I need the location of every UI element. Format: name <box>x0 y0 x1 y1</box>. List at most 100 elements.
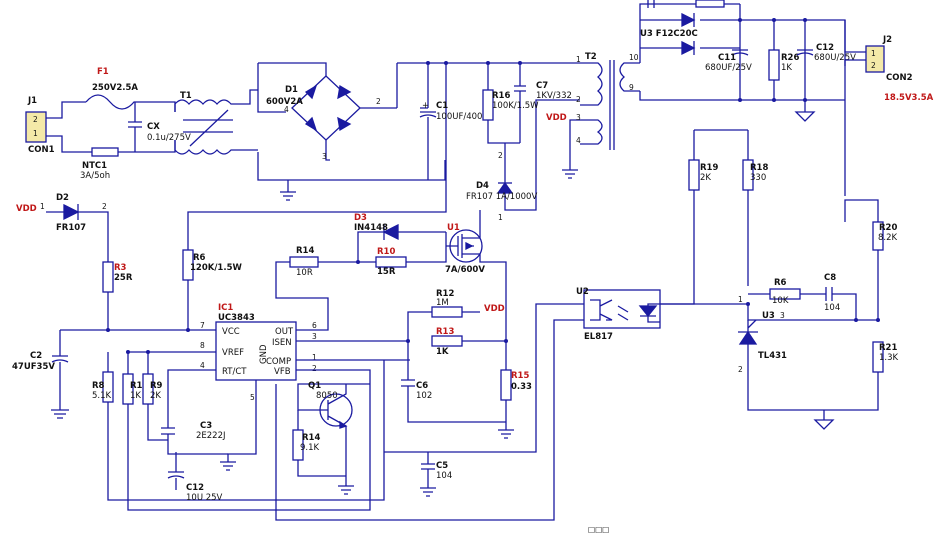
resistor-r21: R21 1.3K <box>872 341 899 373</box>
ic1-pin-gnd: GND <box>259 344 269 364</box>
u1-value: 7A/600V <box>445 265 485 275</box>
ic1-pinno-2: 2 <box>312 364 317 373</box>
input-wires <box>46 101 92 153</box>
tl431-cathode-wire <box>660 303 878 321</box>
c1-ref: C1 <box>436 101 448 111</box>
u3-pin3: 3 <box>780 311 785 320</box>
j2-output: 18.5V3.5A <box>884 93 934 103</box>
capacitor-c5: C5 104 <box>384 303 584 497</box>
d2-pin2: 2 <box>102 202 107 211</box>
f1-ref: F1 <box>97 67 109 77</box>
d1-value: 600V2A <box>266 97 303 107</box>
resistor-r10: R10 15R <box>375 232 447 277</box>
c11-value: 680UF/25V <box>705 63 752 73</box>
connector-j1: J1 CON1 2 1 <box>25 96 55 155</box>
u2-ref: U2 <box>576 287 589 297</box>
ic1-pinno-4: 4 <box>200 361 205 370</box>
r12-vdd: VDD <box>484 304 505 314</box>
c8-value: 104 <box>824 303 840 313</box>
c12b-value: 10U 25V <box>186 493 223 503</box>
ic1-pinno-1: 1 <box>312 353 317 362</box>
r11-ref: R11 <box>130 381 148 391</box>
c2-ref: C2 <box>30 351 42 361</box>
mosfet-u1: U1 7A/600V <box>445 210 507 370</box>
capacitor-c11: C11 680UF/25V <box>705 49 752 73</box>
capacitor-c12-output: C12 680U/25V <box>796 43 856 63</box>
r21-value: 1.3K <box>879 353 899 363</box>
r18-ref: R18 <box>750 163 768 173</box>
u3-pin2: 2 <box>738 365 743 374</box>
d2-pin1: 1 <box>40 202 45 211</box>
d1-pin3: 3 <box>322 152 327 161</box>
transformer-t2: T2 1 2 3 4 10 9 VDD <box>546 52 640 150</box>
r12-value: 1M <box>436 298 449 308</box>
resistor-r6-startup: R6 120K/1.5W <box>182 160 447 330</box>
feedback-wires <box>660 100 879 411</box>
j2-name: CON2 <box>886 73 913 83</box>
capacitor-c3: C3 2E222J <box>161 421 228 455</box>
r13-ref: R13 <box>436 327 454 337</box>
resistor-r9: R9 2K <box>142 352 168 441</box>
c6-value: 102 <box>416 391 432 401</box>
u3top-ref: U3 F12C20C <box>640 29 698 39</box>
r6a-ref: R6 <box>193 253 206 263</box>
r16-ref: R16 <box>492 91 510 101</box>
t2-pin10: 10 <box>629 53 639 62</box>
ground-bridge <box>280 180 296 201</box>
resistor-r19: R19 2K <box>688 159 718 191</box>
d2-ref: D2 <box>56 193 69 203</box>
ground-feedback <box>813 410 835 430</box>
ground-aux <box>562 146 578 179</box>
capacitor-c6: C6 102 <box>401 341 506 423</box>
r14a-value: 10R <box>296 268 313 278</box>
r3-value: 25R <box>114 273 133 283</box>
r18-value: 330 <box>750 173 766 183</box>
cx-value: 0.1u/275V <box>147 133 191 143</box>
ic1-pinno-6: 6 <box>312 321 317 330</box>
j2-pin2: 2 <box>871 61 876 70</box>
watermark: □□□ <box>588 525 609 534</box>
j1-pin2: 2 <box>33 115 38 124</box>
diode-d3: D3 IN4148 <box>354 213 446 262</box>
u3-ref: U3 <box>762 311 775 321</box>
u2-value: EL817 <box>584 332 613 342</box>
ic1-pin-comp: COMP <box>266 357 291 367</box>
r12-ref: R12 <box>436 289 454 299</box>
d2-value: FR107 <box>56 223 86 233</box>
d3-ref: D3 <box>354 213 367 223</box>
ic1-pin-vref: VREF <box>222 348 244 358</box>
c3-ref: C3 <box>200 421 212 431</box>
resistor-r6-feedback: R6 10K <box>748 278 857 320</box>
r15-ref: R15 <box>511 371 529 381</box>
c12b-ref: C12 <box>186 483 204 493</box>
ground-ic <box>220 461 236 471</box>
d4-ref: D4 <box>476 181 489 191</box>
capacitor-c1: C1 100UF/400V + <box>419 101 488 180</box>
t2-pin3: 3 <box>576 113 581 122</box>
ntc1-value: 3A/5oh <box>80 171 110 181</box>
q1-value: 8050 <box>316 391 338 401</box>
c5-ref: C5 <box>436 461 448 471</box>
svg-text:+: + <box>422 101 429 111</box>
diode-d4: D4 FR107 1A/1000V 2 1 <box>466 151 537 222</box>
d1-ref: D1 <box>285 85 298 95</box>
c12out-ref: C12 <box>816 43 834 53</box>
r20-value: 8.2K <box>878 233 898 243</box>
bridge-rectifier-d1: D1 600V2A 2 3 4 <box>257 62 446 181</box>
u3-pin1: 1 <box>738 295 743 304</box>
t2-vdd: VDD <box>546 113 567 123</box>
c3-value: 2E222J <box>196 431 226 441</box>
r14b-ref: R14 <box>302 433 320 443</box>
d1-pin4: 4 <box>284 105 289 114</box>
ic1-pinno-5: 5 <box>250 393 255 402</box>
t2-pin2: 2 <box>576 95 581 104</box>
ic1-pin-out: OUT <box>275 327 294 337</box>
t1-ref: T1 <box>180 91 192 101</box>
ic1-pin-rtct: RT/CT <box>222 367 247 377</box>
ic1-ref: IC1 <box>218 303 233 313</box>
ic1-pinno-7: 7 <box>200 321 205 330</box>
ic1-pinno-8: 8 <box>200 341 205 350</box>
r14b-value: 9.1K <box>300 443 320 453</box>
c12out-value: 680U/25V <box>814 53 856 63</box>
r21-ref: R21 <box>879 343 897 353</box>
